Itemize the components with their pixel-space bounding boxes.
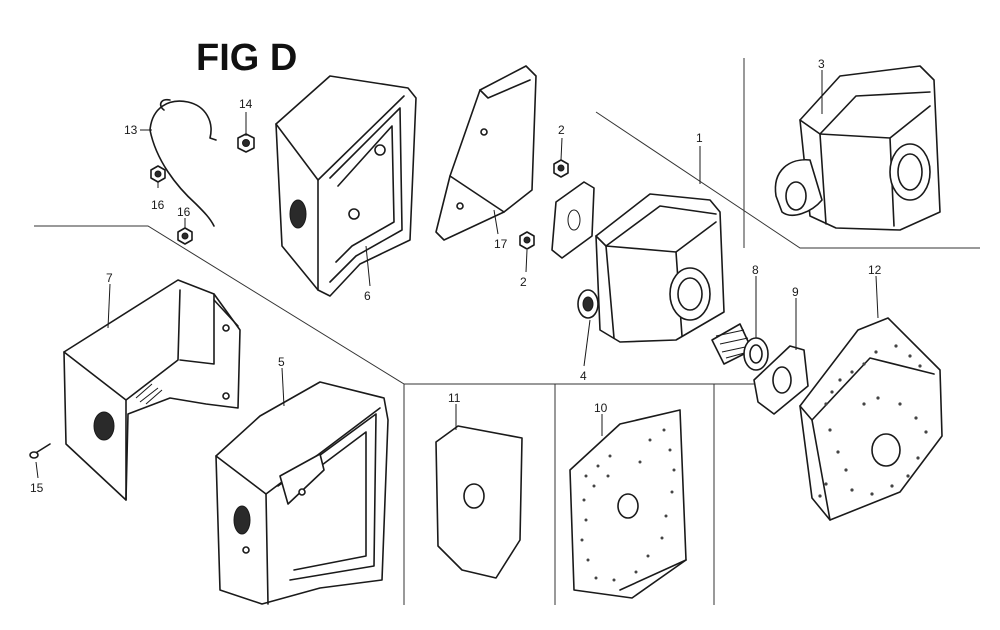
part-13-wire <box>149 98 217 227</box>
callout-6: 6 <box>364 289 371 303</box>
callout-8: 8 <box>752 263 759 277</box>
nut-2-upper <box>553 159 569 178</box>
part-8-screen <box>711 323 769 371</box>
callout-3: 3 <box>818 57 825 71</box>
callout-2-lower: 2 <box>520 275 527 289</box>
part-6-protector-upper <box>275 75 417 297</box>
nut-2-lower <box>519 231 535 250</box>
callout-13: 13 <box>124 123 138 137</box>
part-10-perforated-plate <box>569 409 687 599</box>
callout-12: 12 <box>868 263 882 277</box>
callout-4: 4 <box>580 369 587 383</box>
callout-5: 5 <box>278 355 285 369</box>
callout-11: 11 <box>448 391 461 405</box>
part-12-heat-shield <box>799 317 943 521</box>
callout-17: 17 <box>494 237 508 251</box>
callout-9: 9 <box>792 285 799 299</box>
callout-16-lower: 16 <box>177 205 191 219</box>
callout-16-upper: 16 <box>151 198 165 212</box>
figure-title: FIG D <box>196 37 297 79</box>
part-1-muffler <box>577 193 725 343</box>
callout-14: 14 <box>239 97 253 111</box>
part-5-protector-lower <box>215 381 389 605</box>
part-7-shield <box>63 279 241 501</box>
part-17-plate <box>435 65 537 241</box>
part-11-plate <box>435 425 523 579</box>
gasket-4 <box>551 181 595 259</box>
nut-14 <box>237 133 255 153</box>
section-separators <box>34 58 980 605</box>
callout-7: 7 <box>106 271 113 285</box>
callout-1: 1 <box>696 131 703 145</box>
nut-16-lower <box>177 227 193 245</box>
callout-labels: 13 14 16 16 2 2 17 6 1 3 4 8 9 12 7 5 11… <box>30 57 882 495</box>
part-15-screw <box>29 443 51 459</box>
nut-16-upper <box>150 165 166 183</box>
leader-lines <box>35 70 879 479</box>
part-9-gasket <box>753 345 809 415</box>
part-3-muffler-alt <box>774 65 941 231</box>
callout-10: 10 <box>594 401 608 415</box>
callout-15: 15 <box>30 481 44 495</box>
callout-2-upper: 2 <box>558 123 565 137</box>
